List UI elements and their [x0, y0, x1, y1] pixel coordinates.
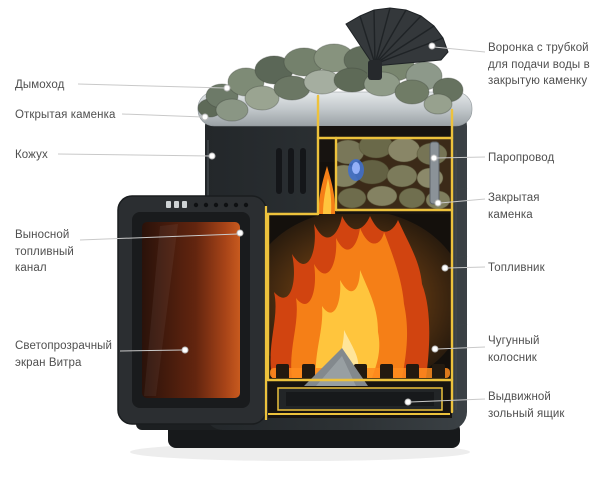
water-funnel: [345, 7, 449, 80]
label-chimney: Дымоход: [15, 79, 65, 91]
label-ash-drawer: Выдвижной зольный ящик: [488, 391, 565, 420]
casing-vents: [276, 148, 306, 194]
leader-dots: [181, 42, 449, 406]
label-cast-iron-grate: Чугунный колосник: [488, 335, 540, 364]
flame-inner: [315, 270, 380, 378]
hearth-plate: [304, 348, 368, 386]
glass-screen: [142, 222, 240, 398]
label-firebox: Топливник: [488, 262, 545, 274]
label-translucent-screen: Светопрозрачный экран Витра: [15, 340, 113, 369]
leader-lines: [57, 46, 486, 403]
label-extended-fuel-channel: Выносной топливный канал: [15, 229, 74, 275]
water-tube-glow: [348, 159, 364, 181]
label-open-stone-heater: Открытая каменка: [15, 109, 116, 121]
ash-drawer: [268, 387, 450, 415]
fuel-channel: [117, 195, 268, 425]
label-closed-stone-heater: Закрытая каменка: [488, 192, 540, 221]
label-casing: Кожух: [15, 149, 48, 161]
label-water-funnel: Воронка с трубкой для подачи воды в закр…: [488, 42, 590, 88]
label-steam-pipe: Паропровод: [488, 152, 555, 164]
cut-edges: [266, 94, 454, 414]
channel-vent-holes: [193, 202, 249, 208]
brand-plate: [166, 201, 187, 208]
